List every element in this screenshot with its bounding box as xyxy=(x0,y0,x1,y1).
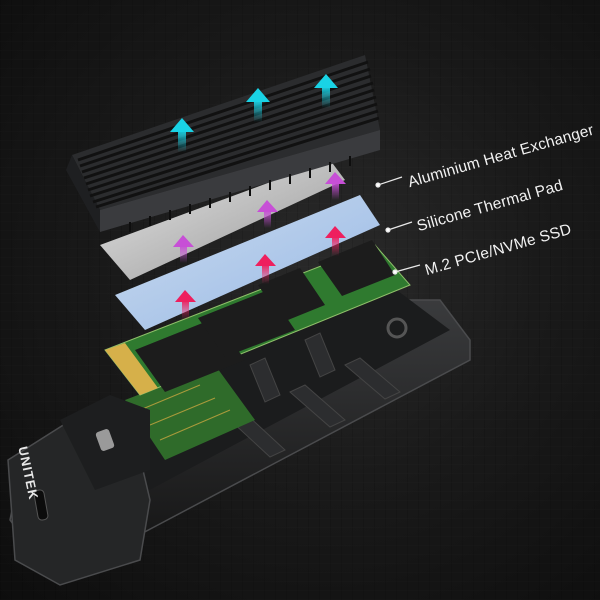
warm-arrow-icon xyxy=(257,200,278,228)
usb-c-end-cap xyxy=(7,395,151,586)
bridge-pcb xyxy=(125,365,255,460)
warm-arrow-icon xyxy=(173,235,194,263)
cool-arrow-icon xyxy=(246,88,270,122)
warm-arrow-icon xyxy=(325,172,346,200)
callout-leaders xyxy=(375,176,421,275)
hot-arrow-icon xyxy=(325,226,346,256)
silicone-thermal-pad xyxy=(100,160,345,280)
cool-arrow-icon xyxy=(314,74,338,108)
cool-arrow-icon xyxy=(170,118,194,152)
aluminium-heatsink xyxy=(66,55,380,232)
airflow-arrows xyxy=(170,74,346,320)
m2-ssd xyxy=(104,240,411,396)
hot-arrow-icon xyxy=(255,254,276,284)
hot-arrow-icon xyxy=(175,290,196,320)
